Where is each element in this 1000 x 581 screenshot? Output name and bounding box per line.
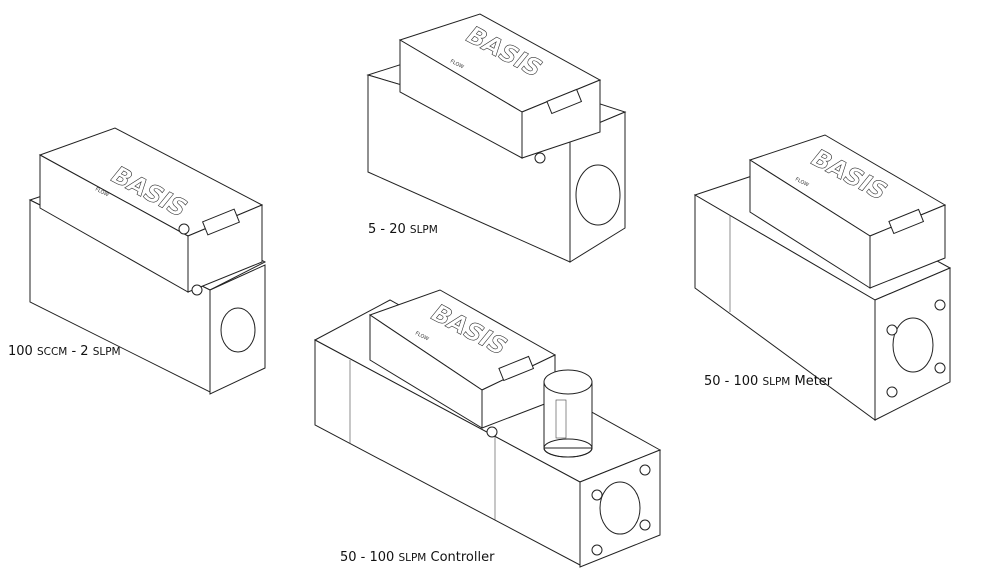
caption-part: Meter [790, 374, 833, 389]
caption-50-100slpm-meter: 50 - 100 SLPM Meter [704, 374, 832, 389]
caption-part: 50 - 100 [340, 550, 399, 565]
caption-unit: SCCM [36, 346, 68, 358]
caption-part: Controller [426, 550, 495, 565]
port [575, 164, 621, 226]
port [892, 317, 934, 373]
device-50-100slpm-controller: BASIS FLOW [313, 289, 662, 568]
cover-end [187, 204, 263, 293]
caption-part: - 2 [67, 344, 93, 359]
port [220, 307, 256, 353]
caption-unit: SLPM [762, 376, 791, 388]
caption-100sccm-2slpm: 100 SCCM - 2 SLPM [8, 344, 121, 359]
device-5-20slpm: BASIS FLOW [366, 13, 627, 263]
caption-5-20slpm: 5 - 20 SLPM [368, 222, 438, 237]
port [599, 481, 641, 535]
valve-cylinder [543, 369, 593, 458]
caption-part: 50 - 100 [704, 374, 763, 389]
caption-part: 5 - 20 [368, 222, 410, 237]
caption-unit: SLPM [92, 346, 121, 358]
caption-part: 100 [8, 344, 37, 359]
caption-unit: SLPM [398, 552, 427, 564]
device-50-100slpm-meter: BASIS FLOW [693, 134, 952, 421]
device-100sccm-2slpm: BASIS FLOW [28, 127, 267, 395]
caption-50-100slpm-controller: 50 - 100 SLPM Controller [340, 550, 494, 565]
connector [201, 208, 241, 236]
caption-unit: SLPM [409, 224, 438, 236]
